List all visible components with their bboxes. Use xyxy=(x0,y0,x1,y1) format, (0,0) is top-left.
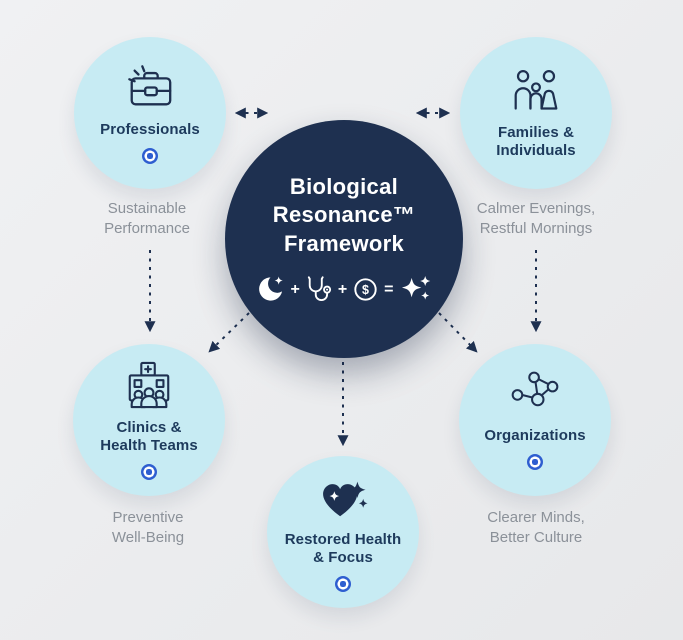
dollar-coin-icon: $ xyxy=(354,278,377,302)
stethoscope-icon xyxy=(307,276,331,301)
node-label: Clinics & Health Teams xyxy=(100,419,198,454)
caption-organizations: Clearer Minds, Better Culture xyxy=(487,509,585,546)
node-label: Organizations xyxy=(484,427,586,444)
network-icon xyxy=(511,371,559,407)
dollar-glyph: $ xyxy=(362,283,369,297)
node-restored: Restored Health & Focus xyxy=(267,456,419,608)
center-circle: Biological Resonance™ Framework + + $ = xyxy=(225,120,463,358)
node-professionals: Professionals xyxy=(74,37,226,189)
clinic-icon xyxy=(128,361,170,409)
center-title: Biological Resonance™ Framework xyxy=(272,173,416,256)
plus-operator: + xyxy=(337,280,348,298)
arrow-center-clinics xyxy=(208,312,250,353)
plus-operator: + xyxy=(290,280,300,298)
heart-sparkle-icon xyxy=(323,481,368,517)
connector-dot xyxy=(335,576,351,592)
family-icon xyxy=(514,69,558,110)
connector-dot xyxy=(527,454,543,470)
node-label: Restored Health & Focus xyxy=(284,531,402,566)
caption-clinics: Preventive Well-Being xyxy=(111,509,185,546)
node-clinics: Clinics & Health Teams xyxy=(73,344,225,496)
caption-families: Calmer Evenings, Restful Mornings xyxy=(476,200,596,237)
arrow-center-organizations xyxy=(438,312,478,353)
briefcase-icon xyxy=(128,65,172,106)
caption-professionals: Sustainable Performance xyxy=(104,200,190,237)
connector-dot xyxy=(141,464,157,480)
sparkles-icon xyxy=(401,276,430,300)
moon-sparkle-icon xyxy=(259,276,284,302)
node-label: Families & Individuals xyxy=(496,123,576,159)
node-organizations: Organizations xyxy=(459,344,611,496)
equals-operator: = xyxy=(384,280,394,298)
formula-row: + + $ = xyxy=(255,274,432,305)
node-families: Families & Individuals xyxy=(460,37,612,189)
node-label: Professionals xyxy=(100,121,200,138)
connector-dot xyxy=(142,148,158,164)
